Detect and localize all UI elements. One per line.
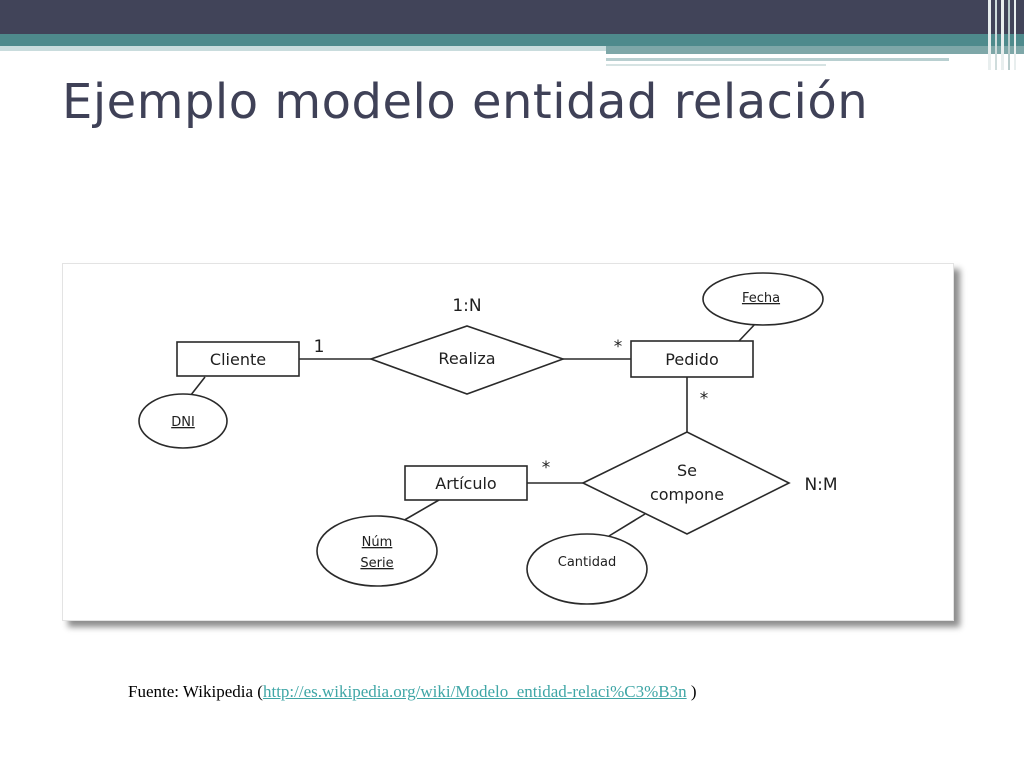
attribute-dni-shape — [138, 393, 228, 449]
slide-title: Ejemplo modelo entidad relación — [62, 74, 869, 130]
relationship-se-compone-shape — [581, 431, 791, 535]
entity-cliente-box — [176, 341, 300, 377]
entity-articulo-label: Artículo — [435, 474, 496, 493]
cardinality-realiza-type: 1:N — [452, 296, 481, 316]
attribute-fecha-label: Fecha — [742, 291, 780, 306]
attribute-num-serie-shape — [316, 515, 438, 587]
entity-articulo-box — [404, 465, 528, 501]
er-diagram: Cliente Pedido Artículo Realiza Se compo… — [138, 272, 838, 605]
cardinality-pedido-compone-side: * — [700, 389, 709, 409]
attribute-dni-label: DNI — [171, 415, 195, 430]
attribute-cantidad-label: Cantidad — [558, 555, 616, 570]
source-suffix: ) — [686, 682, 697, 701]
line-articulo-numserie — [400, 499, 440, 523]
relationship-realiza-shape — [368, 325, 566, 395]
attribute-cantidad-shape — [526, 533, 648, 605]
er-diagram-image: Cliente Pedido Artículo Realiza Se compo… — [62, 263, 954, 621]
cardinality-cliente-side: 1 — [314, 337, 325, 357]
entity-pedido-box — [630, 340, 754, 378]
source-caption: Fuente: Wikipedia (http://es.wikipedia.o… — [128, 682, 697, 702]
cardinality-articulo-side: * — [542, 458, 551, 478]
cardinality-compone-type: N:M — [804, 475, 837, 495]
relationship-se-compone-label-1: Se — [677, 461, 697, 480]
entity-pedido-label: Pedido — [665, 350, 718, 369]
source-link[interactable]: http://es.wikipedia.org/wiki/Modelo_enti… — [262, 682, 687, 701]
line-compone-cantidad — [608, 513, 646, 537]
relationship-se-compone-label-2: compone — [650, 485, 724, 504]
relationship-realiza-label: Realiza — [438, 349, 495, 368]
attribute-fecha-shape — [702, 272, 824, 326]
attribute-num-serie-label-2: Serie — [360, 556, 393, 571]
cardinality-pedido-side: * — [614, 337, 623, 357]
header-banner — [0, 0, 1024, 70]
source-prefix: Fuente: Wikipedia ( — [128, 682, 263, 701]
entity-cliente-label: Cliente — [210, 350, 266, 369]
attribute-num-serie-label-1: Núm — [362, 535, 393, 550]
